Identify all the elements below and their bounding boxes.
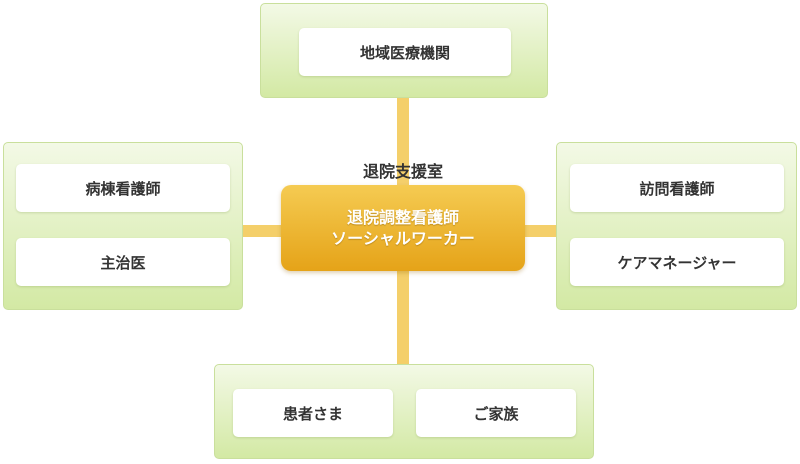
panel-patient-family: 患者さま ご家族 (214, 364, 594, 459)
card-family: ご家族 (416, 389, 576, 437)
discharge-support-office-label: 退院支援室 (362, 162, 443, 181)
center-discharge-coordinator: 退院調整看護師 ソーシャルワーカー (281, 185, 525, 271)
card-regional-medical-institution: 地域医療機関 (299, 28, 511, 76)
center-line-nurse: 退院調整看護師 (346, 208, 459, 227)
card-visiting-nurse: 訪問看護師 (570, 164, 784, 212)
panel-home-care: 訪問看護師 ケアマネージャー (556, 142, 797, 310)
card-ward-nurse: 病棟看護師 (16, 164, 230, 212)
panel-hospital-staff: 病棟看護師 主治医 (3, 142, 243, 310)
card-patient: 患者さま (233, 389, 393, 437)
center-line-social-worker: ソーシャルワーカー (331, 229, 475, 248)
card-attending-physician: 主治医 (16, 238, 230, 286)
panel-regional-medical: 地域医療機関 (260, 3, 548, 98)
card-care-manager: ケアマネージャー (570, 238, 784, 286)
